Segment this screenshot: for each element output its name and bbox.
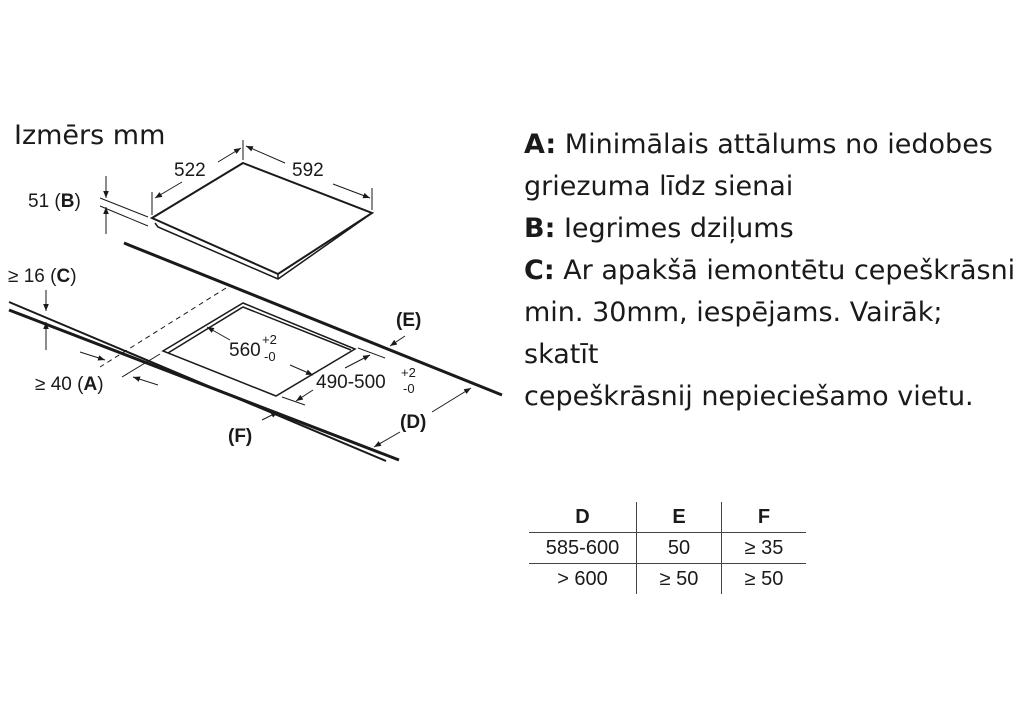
svg-text:+2: +2 <box>401 365 416 380</box>
dimension-d-label: (D) <box>400 412 426 433</box>
dimension-b-label: 51 (B) <box>28 191 81 212</box>
dimension-a-label: ≥ 40 (A) <box>35 374 104 395</box>
legend-line: cepeškrāsnij nepieciešamo vietu. <box>524 381 974 412</box>
table-row: 585-600 50 ≥ 35 <box>529 532 806 564</box>
table-row: > 600 ≥ 50 ≥ 50 <box>529 563 806 594</box>
table-cell: 585-600 <box>529 532 637 564</box>
table-cell: 50 <box>636 532 722 564</box>
legend-line: C: Ar apakšā iemontētu cepeškrāsni <box>524 255 1016 286</box>
table-cell: ≥ 50 <box>636 563 722 594</box>
hob-drawing <box>149 161 375 280</box>
svg-text:-0: -0 <box>403 381 415 396</box>
clearance-table: D E F 585-600 50 ≥ 35 > 600 ≥ 50 ≥ 50 <box>529 502 806 594</box>
diagram-title: Izmērs mm <box>14 120 166 151</box>
hob-width-label: 592 <box>292 160 324 181</box>
legend-line: skatīt <box>524 339 599 370</box>
table-cell: ≥ 50 <box>721 563 806 594</box>
legend: A: Minimālais attālums no iedobes griezu… <box>524 124 1024 418</box>
dimension-f-label: (F) <box>228 426 252 447</box>
svg-text:560: 560 <box>229 340 261 361</box>
legend-line: A: Minimālais attālums no iedobes <box>524 129 993 160</box>
table-header: D <box>575 505 590 528</box>
dimension-e-label: (E) <box>396 310 421 331</box>
table-header: E <box>636 502 722 533</box>
cutout-drawing <box>161 302 357 397</box>
svg-text:-0: -0 <box>264 349 276 364</box>
table-cell: ≥ 35 <box>721 532 806 564</box>
hob-depth-label: 522 <box>174 160 206 181</box>
dimension-c-label: ≥ 16 (C) <box>8 266 77 287</box>
cutout-width-label: 560 +2 -0 <box>229 332 277 364</box>
cutout-depth-label: 490-500 +2 -0 <box>316 365 416 396</box>
legend-line: min. 30mm, iespējams. Vairāk; <box>524 297 943 328</box>
svg-text:+2: +2 <box>262 332 277 347</box>
table-header: F <box>721 502 806 533</box>
svg-text:490-500: 490-500 <box>316 372 386 393</box>
table-cell: > 600 <box>529 563 637 594</box>
legend-line: B: Iegrimes dziļums <box>524 213 794 244</box>
legend-line: griezuma līdz sienai <box>524 171 794 202</box>
